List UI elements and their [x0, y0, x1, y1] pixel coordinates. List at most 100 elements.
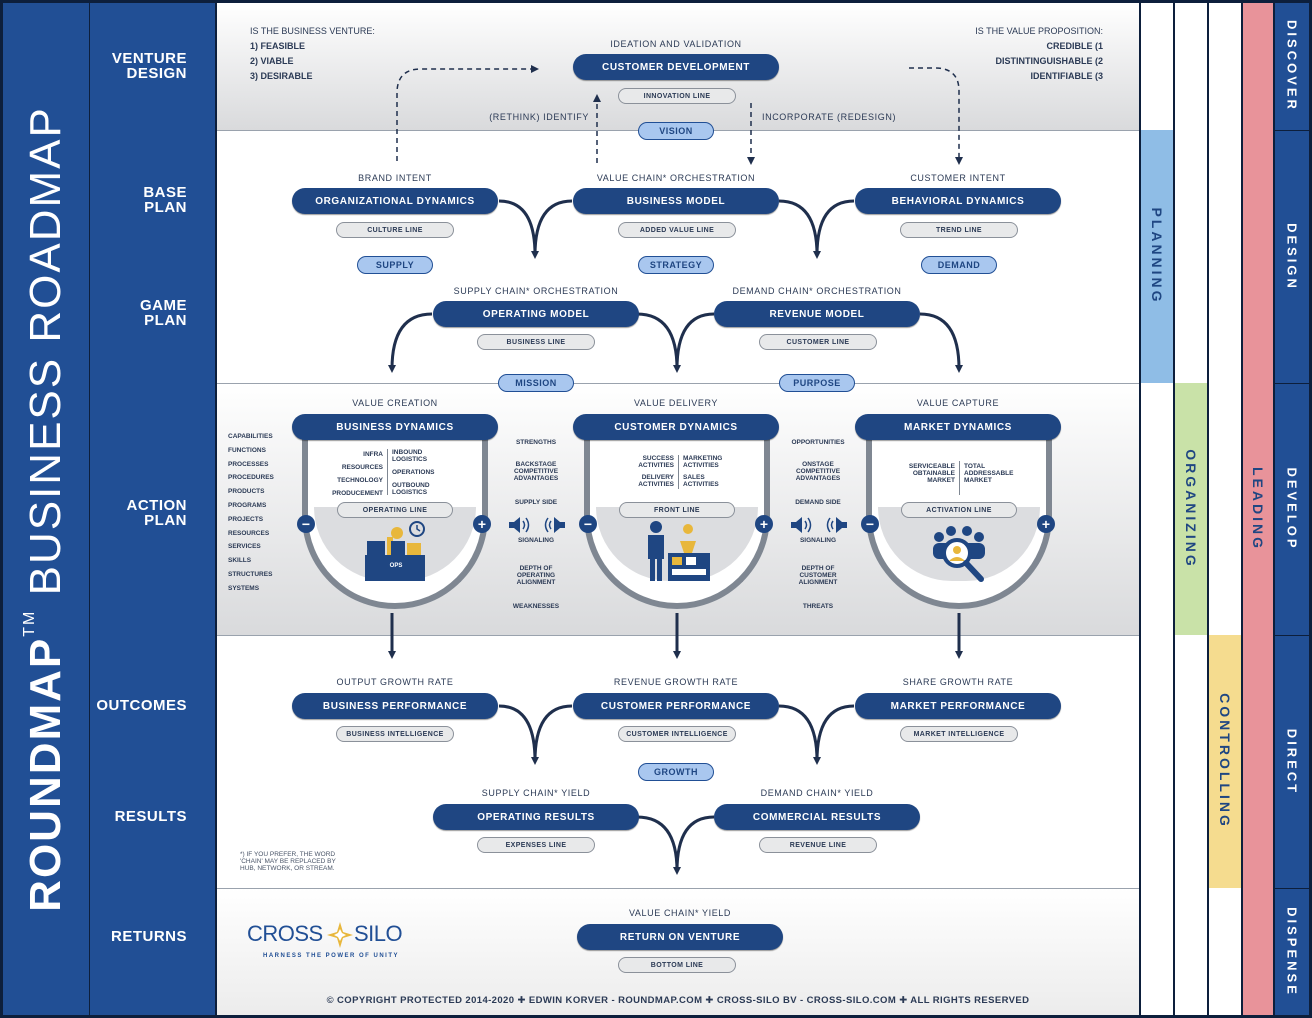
- vco-caption: VALUE CHAIN* ORCHESTRATION: [596, 173, 756, 183]
- row-label-action-plan: ACTION PLAN: [126, 497, 187, 529]
- rethink-caption: (RETHINK) IDENTIFY: [489, 112, 589, 122]
- band-returns: [217, 888, 1139, 1015]
- growth-tag: GROWTH: [638, 763, 714, 781]
- commercial-results-pill[interactable]: COMMERCIAL RESULTS: [714, 804, 920, 830]
- resource-list-item: SKILLS: [228, 557, 252, 565]
- organizing-block: ORGANIZING: [1175, 383, 1207, 635]
- cross-silo-logo[interactable]: CROSS SILO HARNESS THE POWER OF UNITY: [247, 921, 427, 965]
- value-capture-caption: VALUE CAPTURE: [916, 398, 1000, 408]
- ideation-caption: IDEATION AND VALIDATION: [610, 39, 742, 49]
- row-label-game-plan: GAME PLAN: [140, 297, 187, 329]
- value-creation-caption: VALUE CREATION: [352, 398, 438, 408]
- plus-icon[interactable]: +: [473, 515, 491, 533]
- divider: [387, 449, 388, 495]
- venture-left-item: 3) DESIRABLE: [250, 71, 313, 81]
- leading-label: LEADING: [1250, 467, 1266, 551]
- venture-right-item: CREDIBLE (1: [1046, 41, 1103, 51]
- dco-caption: DEMAND CHAIN* ORCHESTRATION: [732, 286, 902, 296]
- planning-label: PLANNING: [1149, 207, 1165, 305]
- customer-dynamics-pill[interactable]: CUSTOMER DYNAMICS: [573, 414, 779, 440]
- cd-item: DELIVERY ACTIVITIES: [638, 474, 674, 488]
- mid2-item: THREATS: [802, 603, 834, 610]
- venture-left-head: IS THE BUSINESS VENTURE:: [250, 26, 375, 36]
- phase-discover: DISCOVER: [1275, 3, 1309, 130]
- divider: [678, 455, 679, 489]
- controlling-block: CONTROLLING: [1209, 635, 1241, 888]
- cd-item: MARKETING ACTIVITIES: [683, 455, 723, 469]
- footnote: *) IF YOU PREFER, THE WORD 'CHAIN' MAY B…: [240, 851, 336, 872]
- business-model-pill[interactable]: BUSINESS MODEL: [573, 188, 779, 214]
- phase-label: DESIGN: [1284, 223, 1300, 291]
- copyright-footer: © COPYRIGHT PROTECTED 2014-2020 ✚ EDWIN …: [326, 995, 1030, 1006]
- plus-icon[interactable]: +: [755, 515, 773, 533]
- strategy-tag: STRATEGY: [638, 256, 714, 274]
- customer-performance-pill[interactable]: CUSTOMER PERFORMANCE: [573, 693, 779, 719]
- operating-results-pill[interactable]: OPERATING RESULTS: [433, 804, 639, 830]
- connector-lines: [388, 65, 963, 875]
- rgr-caption: REVENUE GROWTH RATE: [613, 677, 739, 687]
- controlling-column: CONTROLLING: [1209, 3, 1241, 1015]
- signal-speakers-icon: [791, 517, 847, 533]
- ops-label: OPS: [389, 563, 403, 569]
- main-panel: IS THE BUSINESS VENTURE: 1) FEASIBLE 2) …: [217, 3, 1139, 1015]
- resource-list-item: PROCESSES: [228, 460, 269, 468]
- venture-left-item: 2) VIABLE: [250, 56, 294, 66]
- mid1-item: SUPPLY SIDE: [514, 499, 558, 506]
- plus-icon[interactable]: +: [1037, 515, 1055, 533]
- bd-item: INFRA: [363, 451, 383, 458]
- mid1-item: STRENGTHS: [515, 439, 557, 446]
- mid2-item: OPPORTUNITIES: [791, 439, 845, 446]
- cd-item: SUCCESS ACTIVITIES: [638, 455, 674, 469]
- operating-line-tag: OPERATING LINE: [337, 502, 453, 518]
- row-label-venture-design: VENTURE DESIGN: [111, 50, 187, 82]
- cross-silo-star-icon: [327, 922, 353, 948]
- minus-icon[interactable]: −: [861, 515, 879, 533]
- mid1-item: DEPTH OF OPERATING ALIGNMENT: [516, 565, 556, 586]
- sco-caption: SUPPLY CHAIN* ORCHESTRATION: [453, 286, 619, 296]
- behavioral-dynamics-pill[interactable]: BEHAVIORAL DYNAMICS: [855, 188, 1061, 214]
- purpose-tag: PURPOSE: [779, 374, 855, 392]
- resource-list-item: RESOURCES: [228, 529, 270, 537]
- revenue-model-pill[interactable]: REVENUE MODEL: [714, 301, 920, 327]
- signal-speakers-icon: [509, 517, 565, 533]
- organizational-dynamics-pill[interactable]: ORGANIZATIONAL DYNAMICS: [292, 188, 498, 214]
- mission-tag: MISSION: [498, 374, 574, 392]
- phase-label: DEVELOP: [1284, 467, 1300, 551]
- phase-direct: DIRECT: [1275, 636, 1309, 888]
- planning-column: PLANNING: [1141, 3, 1173, 1015]
- front-line-tag: FRONT LINE: [619, 502, 735, 518]
- venture-right-head: IS THE VALUE PROPOSITION:: [975, 26, 1103, 36]
- venture-right-item: DISTINTINGUISHABLE (2: [995, 56, 1103, 66]
- customer-development-pill[interactable]: CUSTOMER DEVELOPMENT: [573, 54, 779, 80]
- return-on-venture-pill[interactable]: RETURN ON VENTURE: [577, 924, 783, 950]
- business-dynamics-pill[interactable]: BUSINESS DYNAMICS: [292, 414, 498, 440]
- revenue-line-tag: REVENUE LINE: [759, 837, 877, 853]
- minus-icon[interactable]: −: [297, 515, 315, 533]
- md-item: SERVICEABLE OBTAINABLE MARKET: [908, 463, 955, 484]
- customer-intelligence-tag: CUSTOMER INTELLIGENCE: [618, 726, 736, 742]
- minus-icon[interactable]: −: [579, 515, 597, 533]
- market-performance-pill[interactable]: MARKET PERFORMANCE: [855, 693, 1061, 719]
- value-delivery-caption: VALUE DELIVERY: [633, 398, 719, 408]
- business-intelligence-tag: BUSINESS INTELLIGENCE: [336, 726, 454, 742]
- row-label-returns: RETURNS: [110, 928, 187, 945]
- bd-item: TECHNOLOGY: [337, 477, 383, 484]
- resource-list-item: PRODUCTS: [228, 488, 265, 496]
- phase-label: DIRECT: [1284, 728, 1300, 796]
- mid2-item: ONSTAGE COMPETITIVE ADVANTAGES: [795, 461, 841, 482]
- planning-block: PLANNING: [1141, 130, 1173, 383]
- market-intelligence-tag: MARKET INTELLIGENCE: [900, 726, 1018, 742]
- resource-list-item: PROGRAMS: [228, 502, 267, 509]
- operating-model-pill[interactable]: OPERATING MODEL: [433, 301, 639, 327]
- leading-column: LEADING: [1243, 3, 1273, 1015]
- front-desk-icon: [648, 521, 710, 581]
- vcy-caption: VALUE CHAIN* YIELD: [629, 908, 731, 918]
- separator: [217, 383, 1139, 384]
- phase-design: DESIGN: [1275, 131, 1309, 383]
- phase-label: DISCOVER: [1284, 20, 1300, 112]
- bd-item: INBOUND LOGISTICS: [392, 449, 428, 463]
- market-dynamics-pill[interactable]: MARKET DYNAMICS: [855, 414, 1061, 440]
- business-performance-pill[interactable]: BUSINESS PERFORMANCE: [292, 693, 498, 719]
- divider: [959, 461, 960, 495]
- band-outcomes: [217, 635, 1139, 888]
